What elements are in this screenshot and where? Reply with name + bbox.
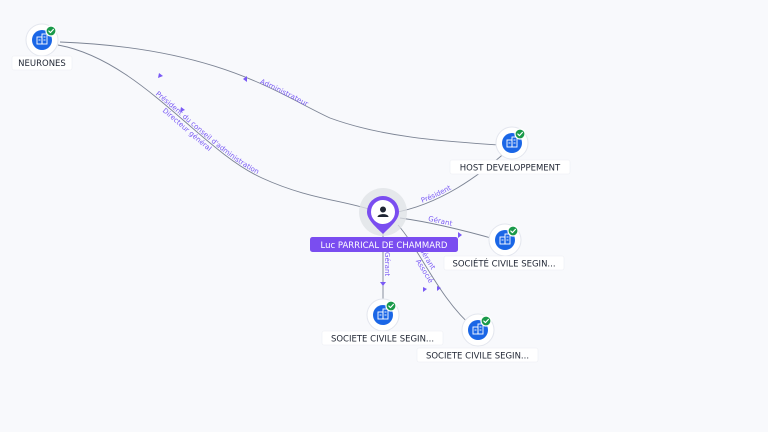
edge-person-host[interactable]	[391, 149, 509, 214]
verified-check-icon	[385, 300, 397, 312]
person-icon	[377, 206, 389, 217]
company-node-neurones[interactable]	[25, 23, 59, 57]
company-name: HOST DEVELOPPEMENT	[460, 164, 561, 174]
verified-check-icon	[514, 128, 526, 140]
arrow-gerant-scs1	[458, 232, 462, 238]
relation-label-administrateur: Administrateur	[259, 78, 310, 109]
person-label[interactable]: Luc PARRICAL DE CHAMMARD	[310, 237, 458, 252]
company-node-scs3[interactable]	[461, 313, 495, 347]
arrow-directeur-general	[180, 107, 185, 112]
company-label-neurones[interactable]: NEURONES	[11, 55, 73, 71]
arrow-president-ca	[158, 73, 163, 78]
company-name: SOCIETE CIVILE SEGIN...	[331, 335, 434, 345]
company-name: NEURONES	[18, 59, 66, 69]
arrow-gerant-scs2	[380, 282, 386, 286]
edge-person-neurones-president[interactable]	[57, 44, 379, 213]
relation-label-gerant-scs1: Gérant	[428, 215, 454, 228]
verified-check-icon	[45, 25, 57, 37]
edge-person-scs3[interactable]	[397, 224, 475, 329]
relation-label-president: Président	[420, 184, 453, 205]
company-node-scs1[interactable]	[488, 223, 522, 257]
company-name: SOCIETE CIVILE SEGIN...	[426, 352, 529, 362]
company-name: SOCIÉTÉ CIVILE SEGIN...	[452, 258, 555, 270]
company-node-scs2[interactable]	[366, 298, 400, 332]
edge-person-scs1[interactable]	[399, 217, 499, 241]
edges	[57, 41, 513, 329]
company-label-host[interactable]: HOST DEVELOPPEMENT	[449, 159, 571, 175]
company-node-host[interactable]	[495, 126, 529, 160]
verified-check-icon	[507, 225, 519, 237]
verified-check-icon	[480, 315, 492, 327]
arrow-gerant-scs3	[437, 286, 441, 291]
company-label-scs2[interactable]: SOCIETE CIVILE SEGIN...	[321, 330, 444, 346]
relation-label-president-ca: Président du conseil d'administration	[154, 90, 260, 176]
edge-host-neurones[interactable]	[59, 41, 513, 147]
person-node[interactable]	[359, 188, 407, 236]
company-label-scs3[interactable]: SOCIETE CIVILE SEGIN...	[416, 347, 539, 363]
person-name: Luc PARRICAL DE CHAMMARD	[321, 241, 448, 251]
edge-labels: Administrateur Président du conseil d'ad…	[154, 73, 462, 292]
arrow-administrateur	[243, 76, 247, 82]
company-label-scs1[interactable]: SOCIÉTÉ CIVILE SEGIN...	[443, 255, 565, 271]
arrow-associe-scs3	[423, 287, 427, 292]
relation-label-gerant-scs2: Gérant	[383, 252, 391, 276]
